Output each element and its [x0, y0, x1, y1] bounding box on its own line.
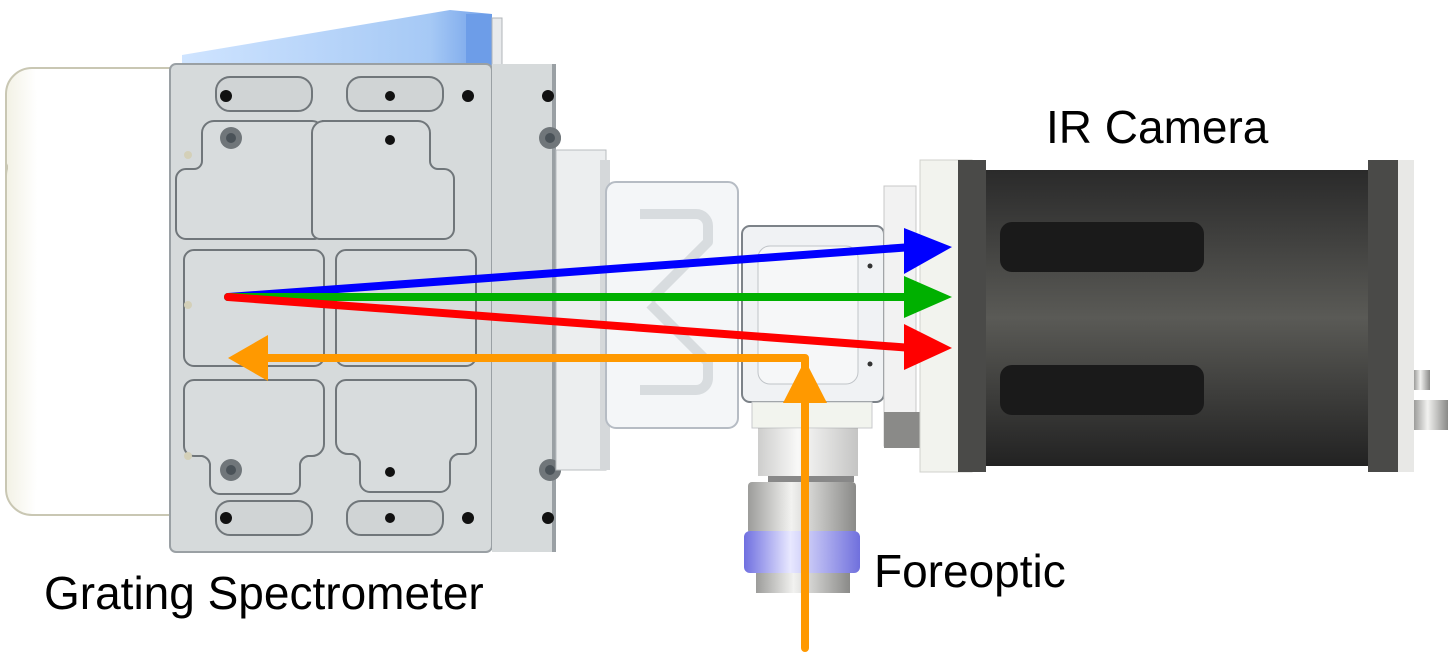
spectrometer-top-accent — [182, 10, 492, 64]
vent-upper — [1000, 222, 1204, 272]
red-arrowhead — [904, 324, 952, 370]
grating-spectrometer-label: Grating Spectrometer — [44, 567, 484, 619]
coupling-bracket — [555, 149, 920, 471]
red-dispersed-beam — [224, 293, 916, 352]
spectrometer-plate-right — [492, 64, 561, 552]
foreoptic-label: Foreoptic — [874, 545, 1066, 597]
input-arrowhead-left — [228, 335, 268, 381]
input-beam — [264, 354, 809, 652]
blue-arrowhead — [904, 228, 952, 274]
ir-camera-label: IR Camera — [1046, 101, 1269, 153]
input-arrowhead-up — [783, 360, 827, 403]
green-arrowhead — [904, 276, 952, 318]
blue-dispersed-beam — [224, 243, 916, 301]
grating-spectrometer — [5, 10, 561, 553]
beam-paths — [224, 228, 952, 652]
vent-lower — [1000, 365, 1204, 415]
ir-camera — [919, 159, 1448, 473]
